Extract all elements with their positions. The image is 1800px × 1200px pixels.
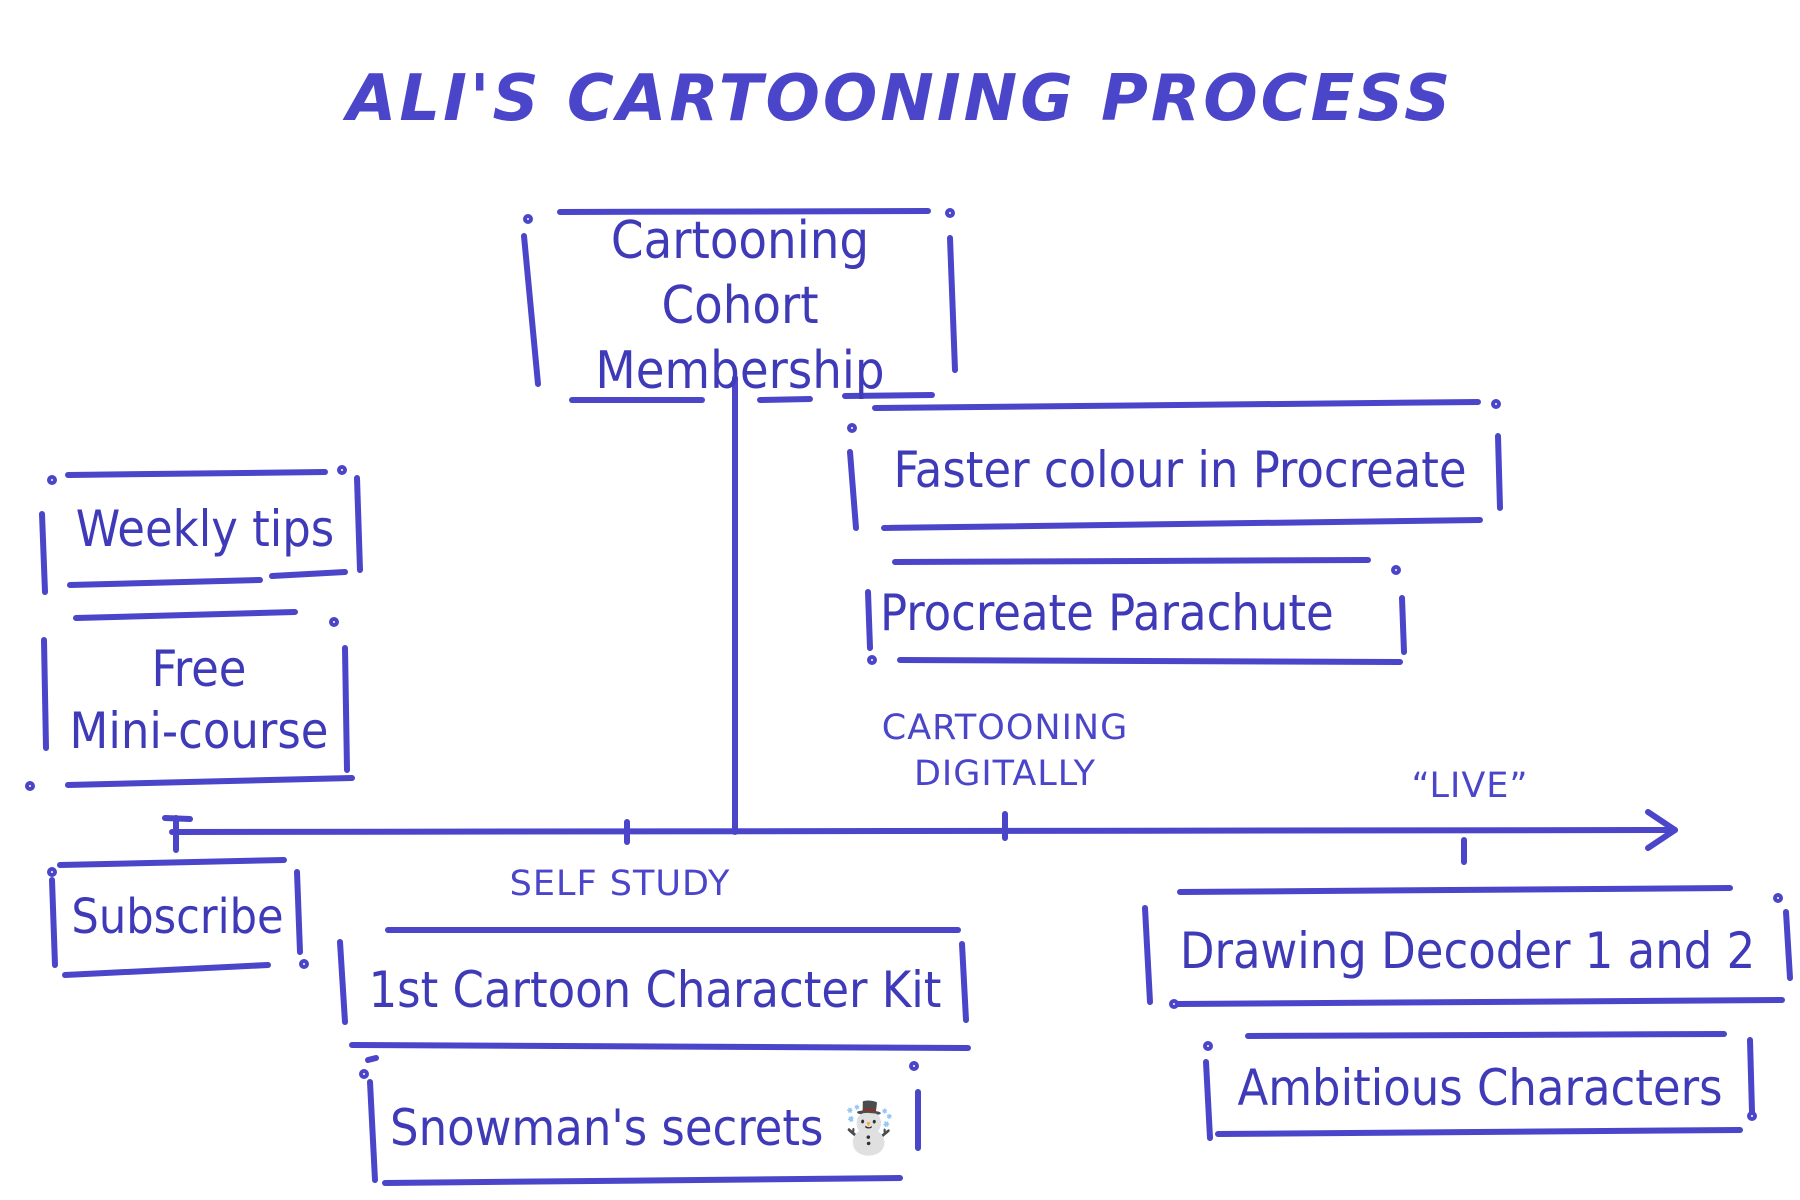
axis-start-tick <box>162 815 193 853</box>
box-parachute-frame <box>865 557 1407 665</box>
box-minicourse-frame <box>25 609 355 791</box>
weekly-tips-box: Weekly tips <box>75 499 335 558</box>
drawing-decoder-box: Drawing Decoder 1 and 2 <box>1179 921 1756 980</box>
axis-label-self-study: SELF STUDY <box>509 864 731 904</box>
box-subscribe-frame <box>47 857 309 978</box>
timeline-axis <box>169 827 1678 835</box>
box-faster-frame <box>847 399 1503 531</box>
procreate-parachute-box: Procreate Parachute <box>880 583 1334 642</box>
box-ambitious-frame <box>1203 1031 1757 1141</box>
box-cohort-frame <box>521 208 958 403</box>
axis-label-cartooning-digitally: CARTOONING DIGITALLY <box>881 708 1129 794</box>
cohort-membership-box: Cartooning Cohort Membership <box>595 210 885 401</box>
faster-colour-box: Faster colour in Procreate <box>893 440 1467 499</box>
ambitious-characters-box: Ambitious Characters <box>1237 1058 1723 1117</box>
axis-arrowhead <box>1645 809 1678 851</box>
diagram-title: ALI'S CARTOONING PROCESS <box>346 62 1454 136</box>
cartoon-character-kit-box: 1st Cartoon Character Kit <box>368 960 942 1019</box>
free-mini-course-box: Free Mini-course <box>69 639 329 761</box>
box-weekly-frame <box>39 465 363 595</box>
box-decoder-frame <box>1142 885 1793 1009</box>
subscribe-box: Subscribe <box>71 889 284 945</box>
axis-label-live: “LIVE” <box>1411 766 1529 806</box>
box-kit-frame <box>337 927 971 1051</box>
snowmans-secrets-box: Snowman's secrets ☃️ <box>390 1098 900 1157</box>
box-snowman-frame <box>359 1055 921 1186</box>
